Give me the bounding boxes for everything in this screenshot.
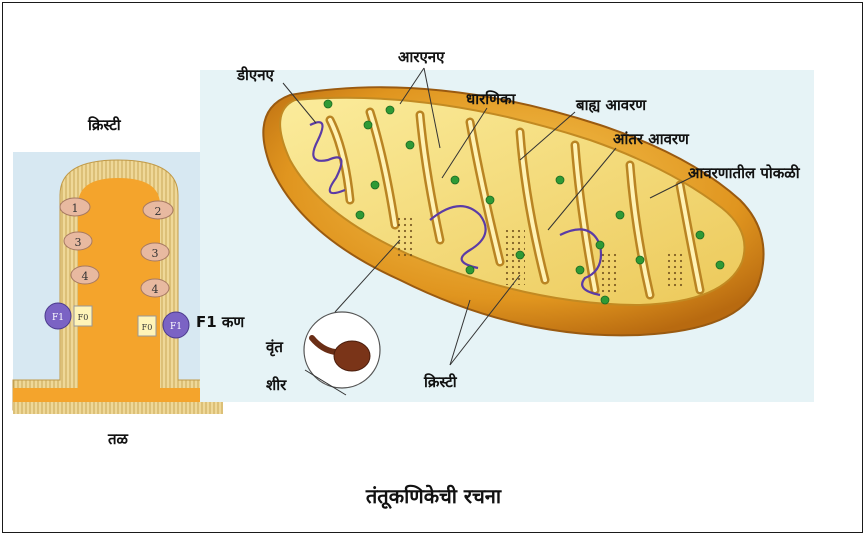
subunit-3-right: 3	[141, 243, 169, 261]
subunit-1: 1	[60, 198, 90, 216]
base-label: तळ	[108, 432, 128, 447]
subunit-3-left: 3	[64, 232, 92, 250]
rna-label: आरएनए	[398, 50, 444, 65]
subunit-label-2: 2	[155, 205, 162, 218]
intermembrane-space-label: आवरणातील पोकळी	[688, 166, 800, 181]
cristae-label: क्रिस्टी	[424, 375, 457, 390]
f1-particles-dots	[395, 215, 413, 260]
subunit-2: 2	[143, 201, 173, 219]
subunit-4-left: 4	[71, 266, 99, 284]
matrix-label: धारणिका	[466, 92, 515, 107]
inner-membrane-label: आंतर आवरण	[613, 132, 689, 147]
figure-caption: तंतूकणिकेची रचना	[0, 482, 867, 509]
subunit-label-3a: 3	[75, 236, 82, 249]
subunit-label-3b: 3	[152, 247, 159, 260]
f0-left-label: F0	[78, 313, 89, 322]
crista-panel: 1 2 3 3 4 4 F1 F0	[13, 152, 223, 414]
subunit-label-4b: 4	[152, 283, 159, 296]
subunit-label-1: 1	[72, 202, 79, 215]
cristae-title-label: क्रिस्टी	[88, 118, 121, 133]
f0-right-label: F0	[142, 323, 153, 332]
dna-label: डीएनए	[237, 68, 274, 83]
f1-particle-label: F1 कण	[196, 315, 244, 330]
head-label: शीर	[266, 378, 286, 393]
subunit-4-right: 4	[141, 279, 169, 297]
subunit-label-4a: 4	[82, 270, 89, 283]
stalk-label: वृंत	[266, 340, 283, 355]
crista-base-membrane	[13, 402, 223, 414]
f1-right-label: F1	[170, 322, 182, 332]
f1-left-label: F1	[52, 313, 64, 323]
outer-membrane-label: बाह्य आवरण	[576, 98, 646, 113]
mitochondrion	[200, 68, 814, 402]
